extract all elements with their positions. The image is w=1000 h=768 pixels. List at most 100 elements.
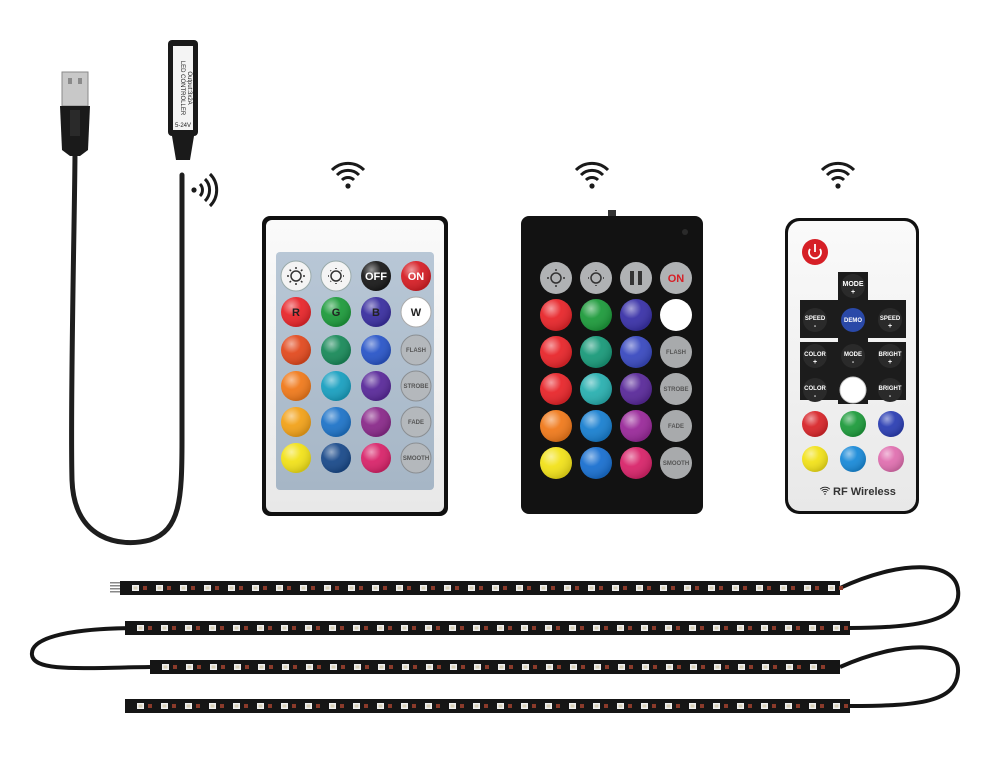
color-button[interactable] — [580, 299, 612, 331]
color-button[interactable] — [361, 443, 391, 473]
pause-button[interactable] — [620, 262, 652, 294]
color-button[interactable] — [281, 443, 311, 473]
color-button[interactable] — [620, 373, 652, 405]
bright-down-button[interactable]: BRIGHT - — [878, 378, 902, 402]
on-button[interactable]: ON — [401, 261, 431, 291]
mode-up-button[interactable]: MODE + — [841, 274, 865, 298]
brightness-down-button[interactable] — [580, 262, 612, 294]
color-button[interactable] — [321, 335, 351, 365]
led-chip — [713, 625, 720, 631]
color-button[interactable] — [540, 336, 572, 368]
resistor — [148, 704, 152, 708]
fade-button[interactable]: FADE — [660, 410, 692, 442]
color-button[interactable] — [361, 407, 391, 437]
blue-button[interactable]: B — [361, 297, 391, 327]
color-button[interactable] — [620, 447, 652, 479]
resistor — [508, 626, 512, 630]
green-button[interactable]: G — [321, 297, 351, 327]
led-chip — [737, 625, 744, 631]
red-button[interactable]: R — [281, 297, 311, 327]
strobe-button[interactable]: STROBE — [400, 370, 432, 402]
led-chip — [377, 703, 384, 709]
resistor — [479, 586, 483, 590]
remote-ir28: ON FLASH STROBE FADE SMOOTH — [521, 161, 703, 514]
color-up-button[interactable]: COLOR + — [803, 344, 827, 368]
color-button[interactable] — [620, 299, 652, 331]
color-button[interactable] — [580, 373, 612, 405]
color-button[interactable] — [620, 410, 652, 442]
smooth-button[interactable]: SMOOTH — [400, 442, 432, 474]
resistor — [388, 626, 392, 630]
color-button[interactable] — [580, 336, 612, 368]
resistor — [820, 626, 824, 630]
color-button[interactable] — [281, 335, 311, 365]
color-button[interactable] — [281, 407, 311, 437]
led-chip — [516, 585, 523, 591]
resistor — [287, 586, 291, 590]
color-button[interactable] — [361, 371, 391, 401]
color-button[interactable] — [540, 447, 572, 479]
color-button[interactable] — [321, 443, 351, 473]
wifi-signal-icon — [820, 161, 856, 191]
demo-button[interactable]: DEMO — [841, 308, 865, 332]
flash-button[interactable]: FLASH — [660, 336, 692, 368]
resistor — [383, 586, 387, 590]
led-chip — [378, 664, 385, 670]
resistor — [239, 586, 243, 590]
color-button[interactable] — [281, 371, 311, 401]
color-button[interactable] — [878, 446, 904, 472]
led-chip — [737, 703, 744, 709]
strobe-button[interactable]: STROBE — [660, 373, 692, 405]
color-down-button[interactable]: COLOR - — [803, 378, 827, 402]
led-chip — [689, 703, 696, 709]
resistor — [580, 704, 584, 708]
led-chip — [761, 703, 768, 709]
color-button[interactable] — [802, 411, 828, 437]
led-chip — [641, 625, 648, 631]
bright-up-button[interactable]: BRIGHT + — [878, 344, 902, 368]
usb-plug — [60, 71, 90, 156]
brightness-down-button[interactable] — [320, 260, 352, 292]
color-button[interactable] — [802, 446, 828, 472]
led-chip — [713, 703, 720, 709]
color-button[interactable] — [878, 411, 904, 437]
color-button[interactable] — [540, 373, 572, 405]
led-chip — [450, 664, 457, 670]
brightness-up-button[interactable] — [280, 260, 312, 292]
resistor — [292, 626, 296, 630]
led-strip — [120, 581, 843, 595]
power-button[interactable] — [802, 239, 828, 265]
mode-down-button[interactable]: MODE - — [841, 344, 865, 368]
color-button[interactable] — [840, 446, 866, 472]
white-button[interactable] — [839, 376, 867, 404]
color-button[interactable] — [321, 371, 351, 401]
off-button[interactable]: OFF — [361, 261, 391, 291]
color-button[interactable] — [540, 410, 572, 442]
resistor — [316, 626, 320, 630]
resistor — [220, 704, 224, 708]
color-button[interactable] — [361, 335, 391, 365]
speed-down-button[interactable]: SPEED - — [803, 308, 827, 332]
speed-up-button[interactable]: SPEED + — [878, 308, 902, 332]
white-button[interactable] — [660, 299, 692, 331]
flash-button[interactable]: FLASH — [400, 334, 432, 366]
resistor — [340, 626, 344, 630]
resistor — [748, 704, 752, 708]
fade-button[interactable]: FADE — [400, 406, 432, 438]
color-button[interactable] — [321, 407, 351, 437]
smooth-button[interactable]: SMOOTH — [660, 447, 692, 479]
white-button[interactable]: W — [400, 296, 432, 328]
color-button[interactable] — [840, 411, 866, 437]
led-chip — [785, 703, 792, 709]
resistor — [148, 626, 152, 630]
color-button[interactable] — [580, 410, 612, 442]
on-button[interactable]: ON — [660, 262, 692, 294]
color-button[interactable] — [540, 299, 572, 331]
brightness-up-button[interactable] — [540, 262, 572, 294]
resistor — [508, 704, 512, 708]
resistor — [652, 704, 656, 708]
color-label: COLOR — [804, 386, 826, 392]
color-button[interactable] — [620, 336, 652, 368]
color-button[interactable] — [580, 447, 612, 479]
